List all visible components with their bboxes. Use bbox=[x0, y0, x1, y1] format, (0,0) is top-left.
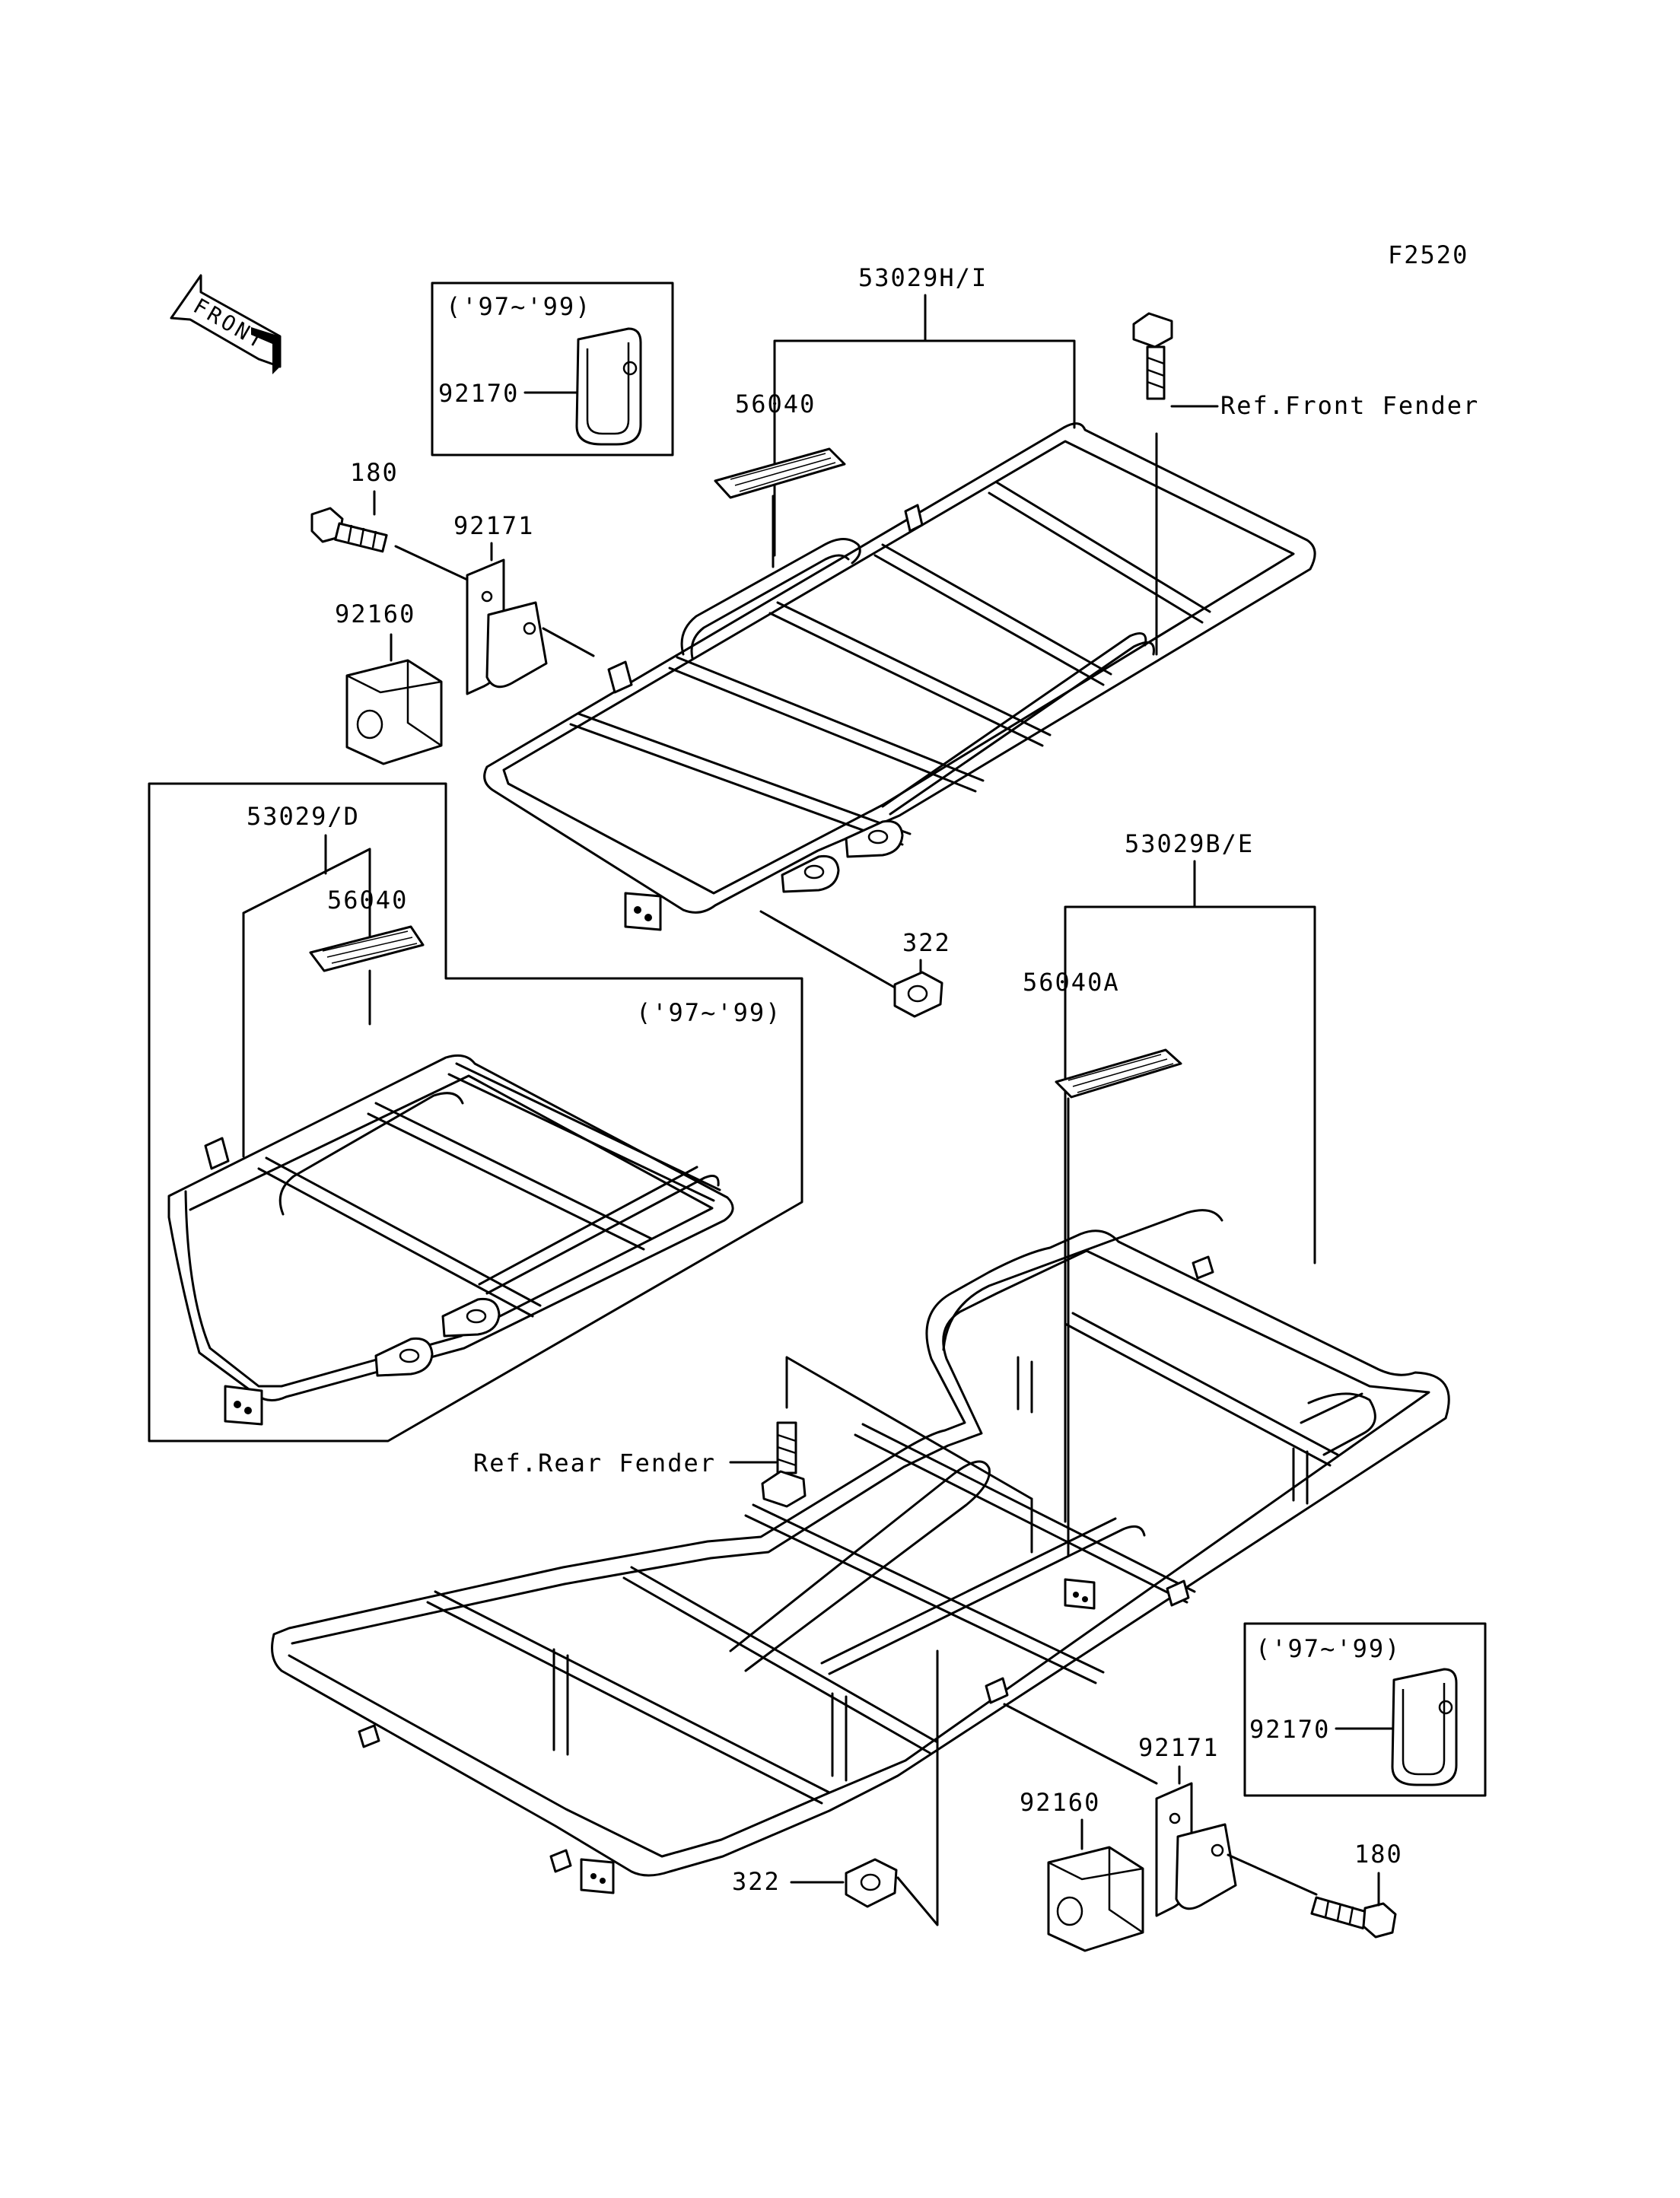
label-front-inset-clamp: 92170 bbox=[438, 379, 519, 408]
rear-bolt-icon: 180 bbox=[1310, 1840, 1403, 1939]
label-front-pad: 56040 bbox=[735, 390, 816, 418]
label-alt-pad: 56040 bbox=[327, 886, 408, 915]
label-rear-damper: 92160 bbox=[1020, 1788, 1100, 1817]
front-damper-icon: 92160 bbox=[335, 600, 443, 765]
front-inset-box: ('97~'99) 92170 bbox=[431, 282, 674, 456]
front-bolt-icon: 180 bbox=[310, 458, 488, 590]
label-rear-inset-clamp: 92170 bbox=[1249, 1715, 1330, 1744]
front-arrow-icon: FRONT bbox=[170, 274, 282, 374]
figure-code: F2520 bbox=[1388, 240, 1468, 269]
svg-text:('97~'99): ('97~'99) bbox=[1255, 1634, 1401, 1663]
label-front-nut: 322 bbox=[902, 928, 951, 957]
svg-text:53029B/E: 53029B/E bbox=[1125, 829, 1254, 858]
label-alt-years: ('97~'99) bbox=[636, 998, 781, 1027]
label-front-damper: 92160 bbox=[335, 600, 415, 628]
front-nut-icon: 322 bbox=[759, 910, 951, 1018]
label-front-bracket: 92171 bbox=[453, 511, 534, 540]
rear-fender-bolt-icon: Ref.Rear Fender bbox=[473, 1356, 1033, 1554]
rear-inset-box: ('97~'99) 92170 bbox=[1243, 1622, 1487, 1797]
label-rear-fender-ref: Ref.Rear Fender bbox=[473, 1449, 716, 1478]
rear-carrier: 53029B/E 56040A bbox=[271, 829, 1450, 1894]
label-rear-pad: 56040A bbox=[1023, 968, 1120, 997]
front-bracket-icon: 92171 bbox=[453, 511, 595, 695]
svg-text:53029H/I: 53029H/I bbox=[858, 263, 988, 292]
rear-damper-icon: 92160 bbox=[1020, 1788, 1144, 1952]
rear-bracket-icon: 92171 bbox=[1003, 1703, 1318, 1917]
label-front-bolt: 180 bbox=[350, 458, 399, 487]
callout-front-carrier: 53029H/I bbox=[773, 263, 1076, 557]
label-rear-bolt: 180 bbox=[1354, 1840, 1403, 1869]
svg-text:53029/D: 53029/D bbox=[247, 802, 360, 831]
label-rear-nut: 322 bbox=[732, 1867, 781, 1896]
front-carrier bbox=[483, 422, 1316, 931]
alt-carrier-panel: 53029/D 56040 ('97~'99) bbox=[148, 782, 803, 1443]
label-front-fender-ref: Ref.Front Fender bbox=[1220, 391, 1479, 420]
label-rear-bracket: 92171 bbox=[1138, 1733, 1219, 1762]
front-fender-bolt-icon: Ref.Front Fender bbox=[1132, 312, 1479, 656]
front-pad: 56040 bbox=[714, 390, 846, 568]
rear-nut-icon: 322 bbox=[732, 1649, 939, 1926]
svg-text:('97~'99): ('97~'99) bbox=[446, 292, 591, 321]
